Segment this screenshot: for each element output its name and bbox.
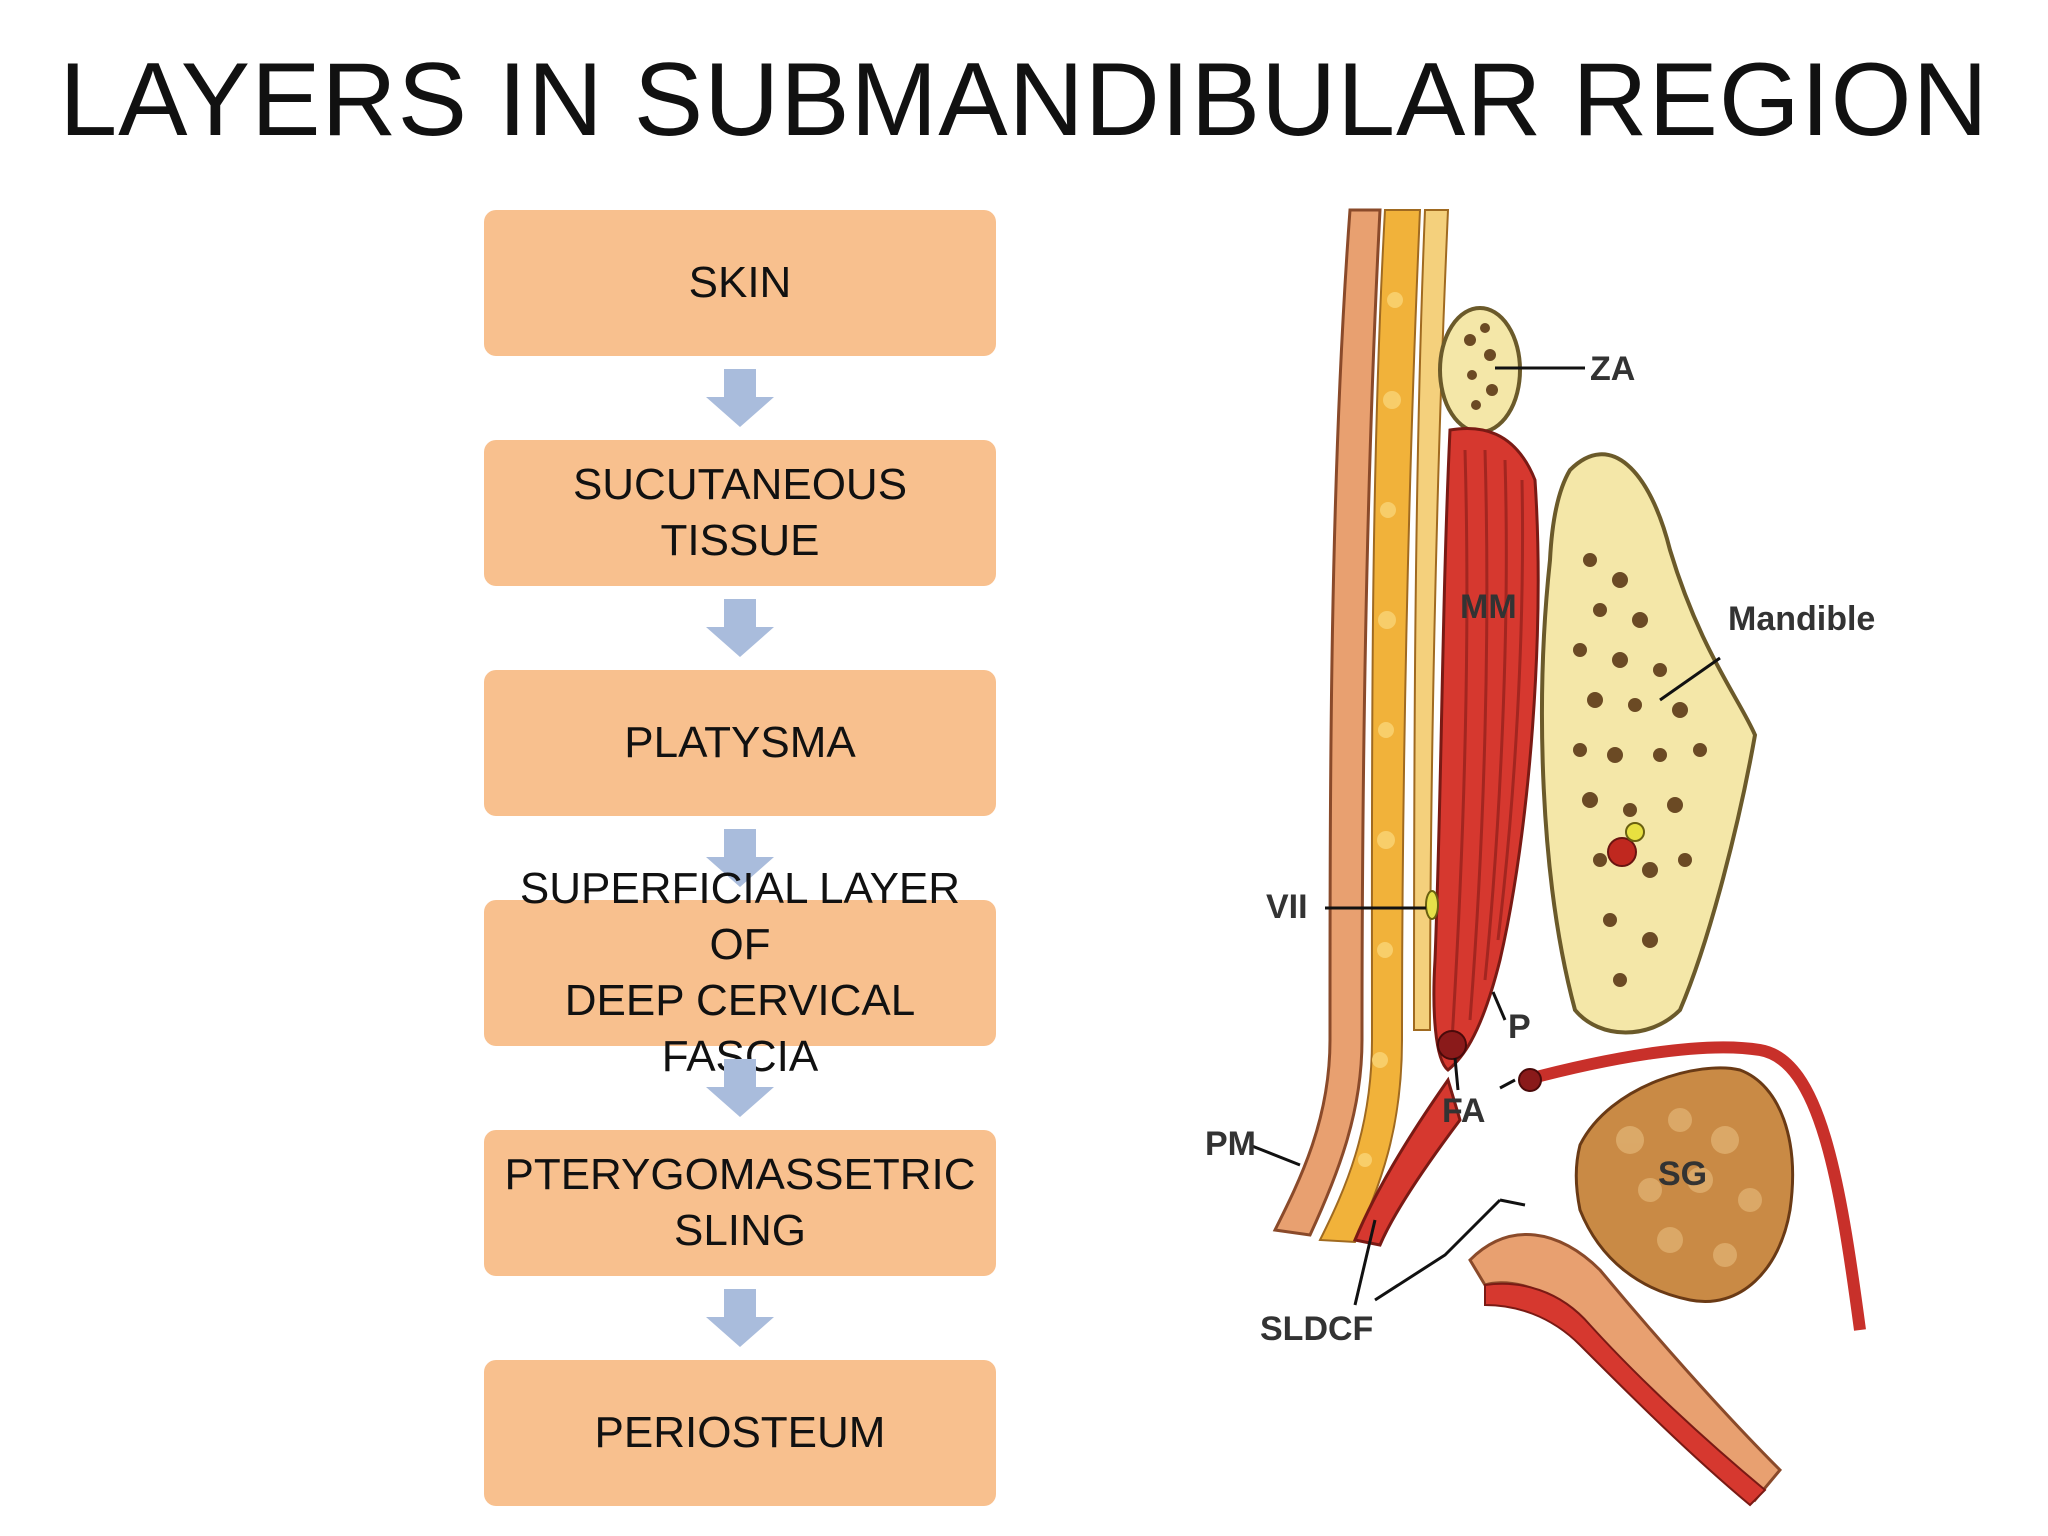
page-title: LAYERS IN SUBMANDIBULAR REGION <box>59 42 1989 158</box>
pterygomassetric-sling <box>1352 1076 1462 1247</box>
down-arrow-icon <box>484 1276 996 1360</box>
skin-layer <box>1272 208 1382 1237</box>
facial-artery-cut <box>1518 1068 1542 1092</box>
down-arrow-icon <box>484 356 996 440</box>
down-arrow-icon <box>484 586 996 670</box>
mandible <box>1540 452 1758 1035</box>
inferior-alveolar-nerve <box>1625 822 1645 842</box>
label-sldcf: SLDCF <box>1260 1310 1373 1348</box>
layer-box-platysma: PLATYSMA <box>484 670 996 816</box>
label-mm: MM <box>1460 588 1517 626</box>
layer-box-skin: SKIN <box>484 210 996 356</box>
label-mandible: Mandible <box>1728 600 1875 638</box>
layer-box-pterygomassetric-sling: PTERYGOMASSETRIC SLING <box>484 1130 996 1276</box>
fat-layer <box>1318 209 1422 1244</box>
label-fa: FA <box>1442 1092 1485 1130</box>
layer-flowchart: SKIN SUCUTANEOUS TISSUE PLATYSMA SUPERFI… <box>484 210 996 1506</box>
inferior-alveolar-artery <box>1607 837 1637 867</box>
fascia-band <box>1412 209 1450 1031</box>
down-arrow-icon <box>484 816 996 900</box>
bone-trabeculae <box>1464 323 1498 410</box>
layer-label-line1: SUPERFICIAL LAYER OF <box>519 864 961 969</box>
layer-box-subcutaneous-tissue: SUCUTANEOUS TISSUE <box>484 440 996 586</box>
layer-label-line2: SLING <box>673 1206 807 1255</box>
fat-globules <box>1358 292 1403 1167</box>
layer-label: PLATYSMA <box>624 718 856 767</box>
facial-vein <box>1437 1030 1467 1060</box>
layer-label: SKIN <box>688 258 792 307</box>
layer-label: SUCUTANEOUS TISSUE <box>572 460 908 565</box>
label-p: P <box>1508 1008 1531 1046</box>
layer-label-line1: PTERYGOMASSETRIC <box>504 1150 976 1199</box>
layer-box-superficial-layer-deep-cervical-fascia: SUPERFICIAL LAYER OF DEEP CERVICAL FASCI… <box>484 864 996 1081</box>
leader-lines <box>1251 366 1721 1306</box>
mandible-trabeculae <box>1573 553 1707 987</box>
layer-box-periosteum: PERIOSTEUM <box>484 1360 996 1506</box>
down-arrow-icon <box>484 1046 996 1130</box>
label-za: ZA <box>1590 350 1635 388</box>
zygomatic-arch <box>1438 306 1522 434</box>
label-vii: VII <box>1266 888 1308 926</box>
facial-nerve <box>1425 890 1439 920</box>
gland-lobules <box>1616 1108 1762 1267</box>
layer-label: PERIOSTEUM <box>594 1408 886 1457</box>
label-pm: PM <box>1205 1125 1256 1163</box>
label-sg: SG <box>1658 1155 1707 1193</box>
platysma-lower <box>1484 1282 1767 1507</box>
facial-artery <box>1523 1041 1866 1331</box>
muscle-fibers <box>1450 449 1525 1041</box>
anatomy-illustration: ZA MM Mandible VII P FA PM SG SLDCF <box>1205 208 1875 1507</box>
